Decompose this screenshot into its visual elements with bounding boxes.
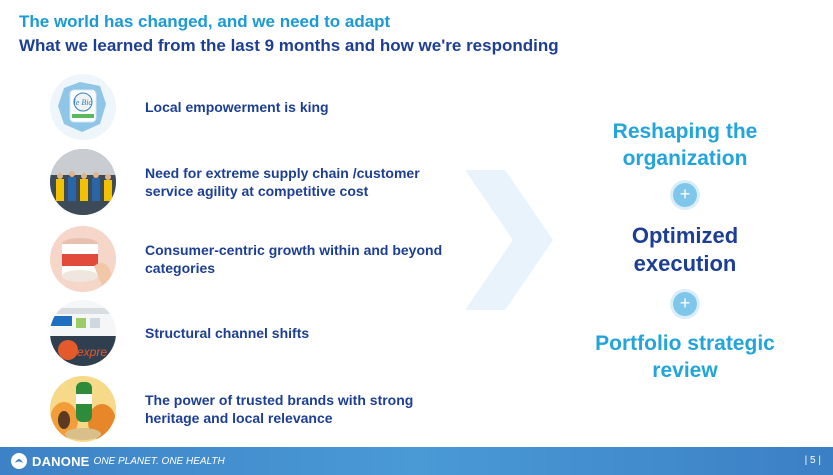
slide-title: The world has changed, and we need to ad… bbox=[19, 12, 391, 31]
product-jar-image bbox=[50, 226, 116, 292]
response-portfolio-review: Portfolio strategic review bbox=[595, 332, 775, 382]
slide-subtitle: What we learned from the last 9 months a… bbox=[19, 36, 559, 55]
learning-text: The power of trusted brands with strong … bbox=[145, 392, 414, 426]
learning-item: le Bio Local empowerment is king bbox=[50, 74, 470, 144]
channel-shift-image: expre bbox=[50, 300, 116, 366]
danone-brand: DANONE ONE PLANET. ONE HEALTH bbox=[10, 452, 225, 470]
svg-text:le Bio: le Bio bbox=[74, 98, 93, 107]
page-number: | 5 | bbox=[804, 455, 821, 466]
activia-image bbox=[50, 376, 116, 442]
learning-item: Consumer-centric growth within and beyon… bbox=[50, 226, 470, 296]
brand-tagline: ONE PLANET. ONE HEALTH bbox=[93, 455, 225, 467]
footer-bar: DANONE ONE PLANET. ONE HEALTH | 5 | bbox=[0, 447, 833, 475]
brand-name: DANONE bbox=[32, 453, 90, 469]
learning-text: Consumer-centric growth within and beyon… bbox=[145, 242, 443, 276]
plus-icon: + bbox=[673, 292, 697, 316]
chevron-right-icon bbox=[465, 170, 553, 310]
response-reshaping-organization: Reshaping the organization bbox=[612, 120, 758, 170]
learning-item: The power of trusted brands with strong … bbox=[50, 376, 470, 446]
learning-item: Need for extreme supply chain /customer … bbox=[50, 149, 470, 219]
response-optimized-execution: Optimized execution bbox=[631, 223, 739, 276]
le-bio-image: le Bio bbox=[50, 74, 116, 140]
plus-icon: + bbox=[673, 183, 697, 207]
learning-text: Local empowerment is king bbox=[145, 99, 329, 115]
svg-text:expre: expre bbox=[77, 345, 107, 359]
warehouse-image bbox=[50, 149, 116, 215]
learning-text: Need for extreme supply chain /customer … bbox=[145, 165, 420, 199]
learning-text: Structural channel shifts bbox=[145, 325, 310, 341]
learning-item: expre Structural channel shifts bbox=[50, 300, 470, 370]
danone-logo-icon bbox=[11, 453, 27, 469]
